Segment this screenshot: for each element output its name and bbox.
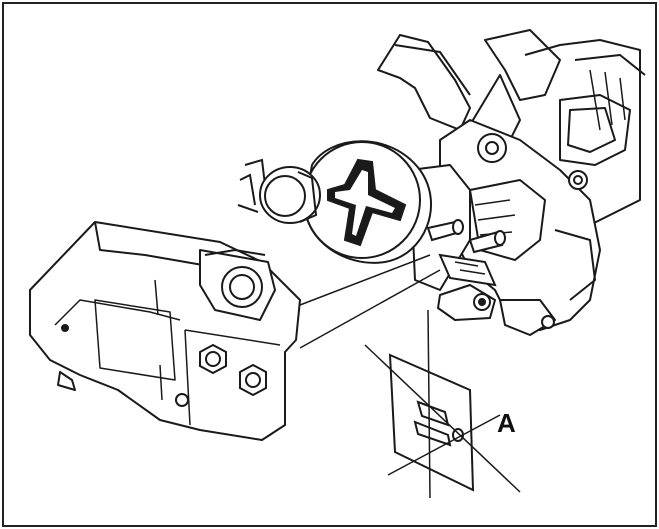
detail-a-plate — [364, 309, 521, 499]
chain-cover — [29, 221, 301, 441]
bar-nuts — [199, 343, 267, 397]
sprocket — [237, 158, 321, 224]
guide-bar-studs — [426, 219, 506, 287]
clutch-drum — [303, 140, 432, 264]
assembly-lines — [299, 254, 441, 349]
callout-label-a: A — [497, 408, 516, 438]
